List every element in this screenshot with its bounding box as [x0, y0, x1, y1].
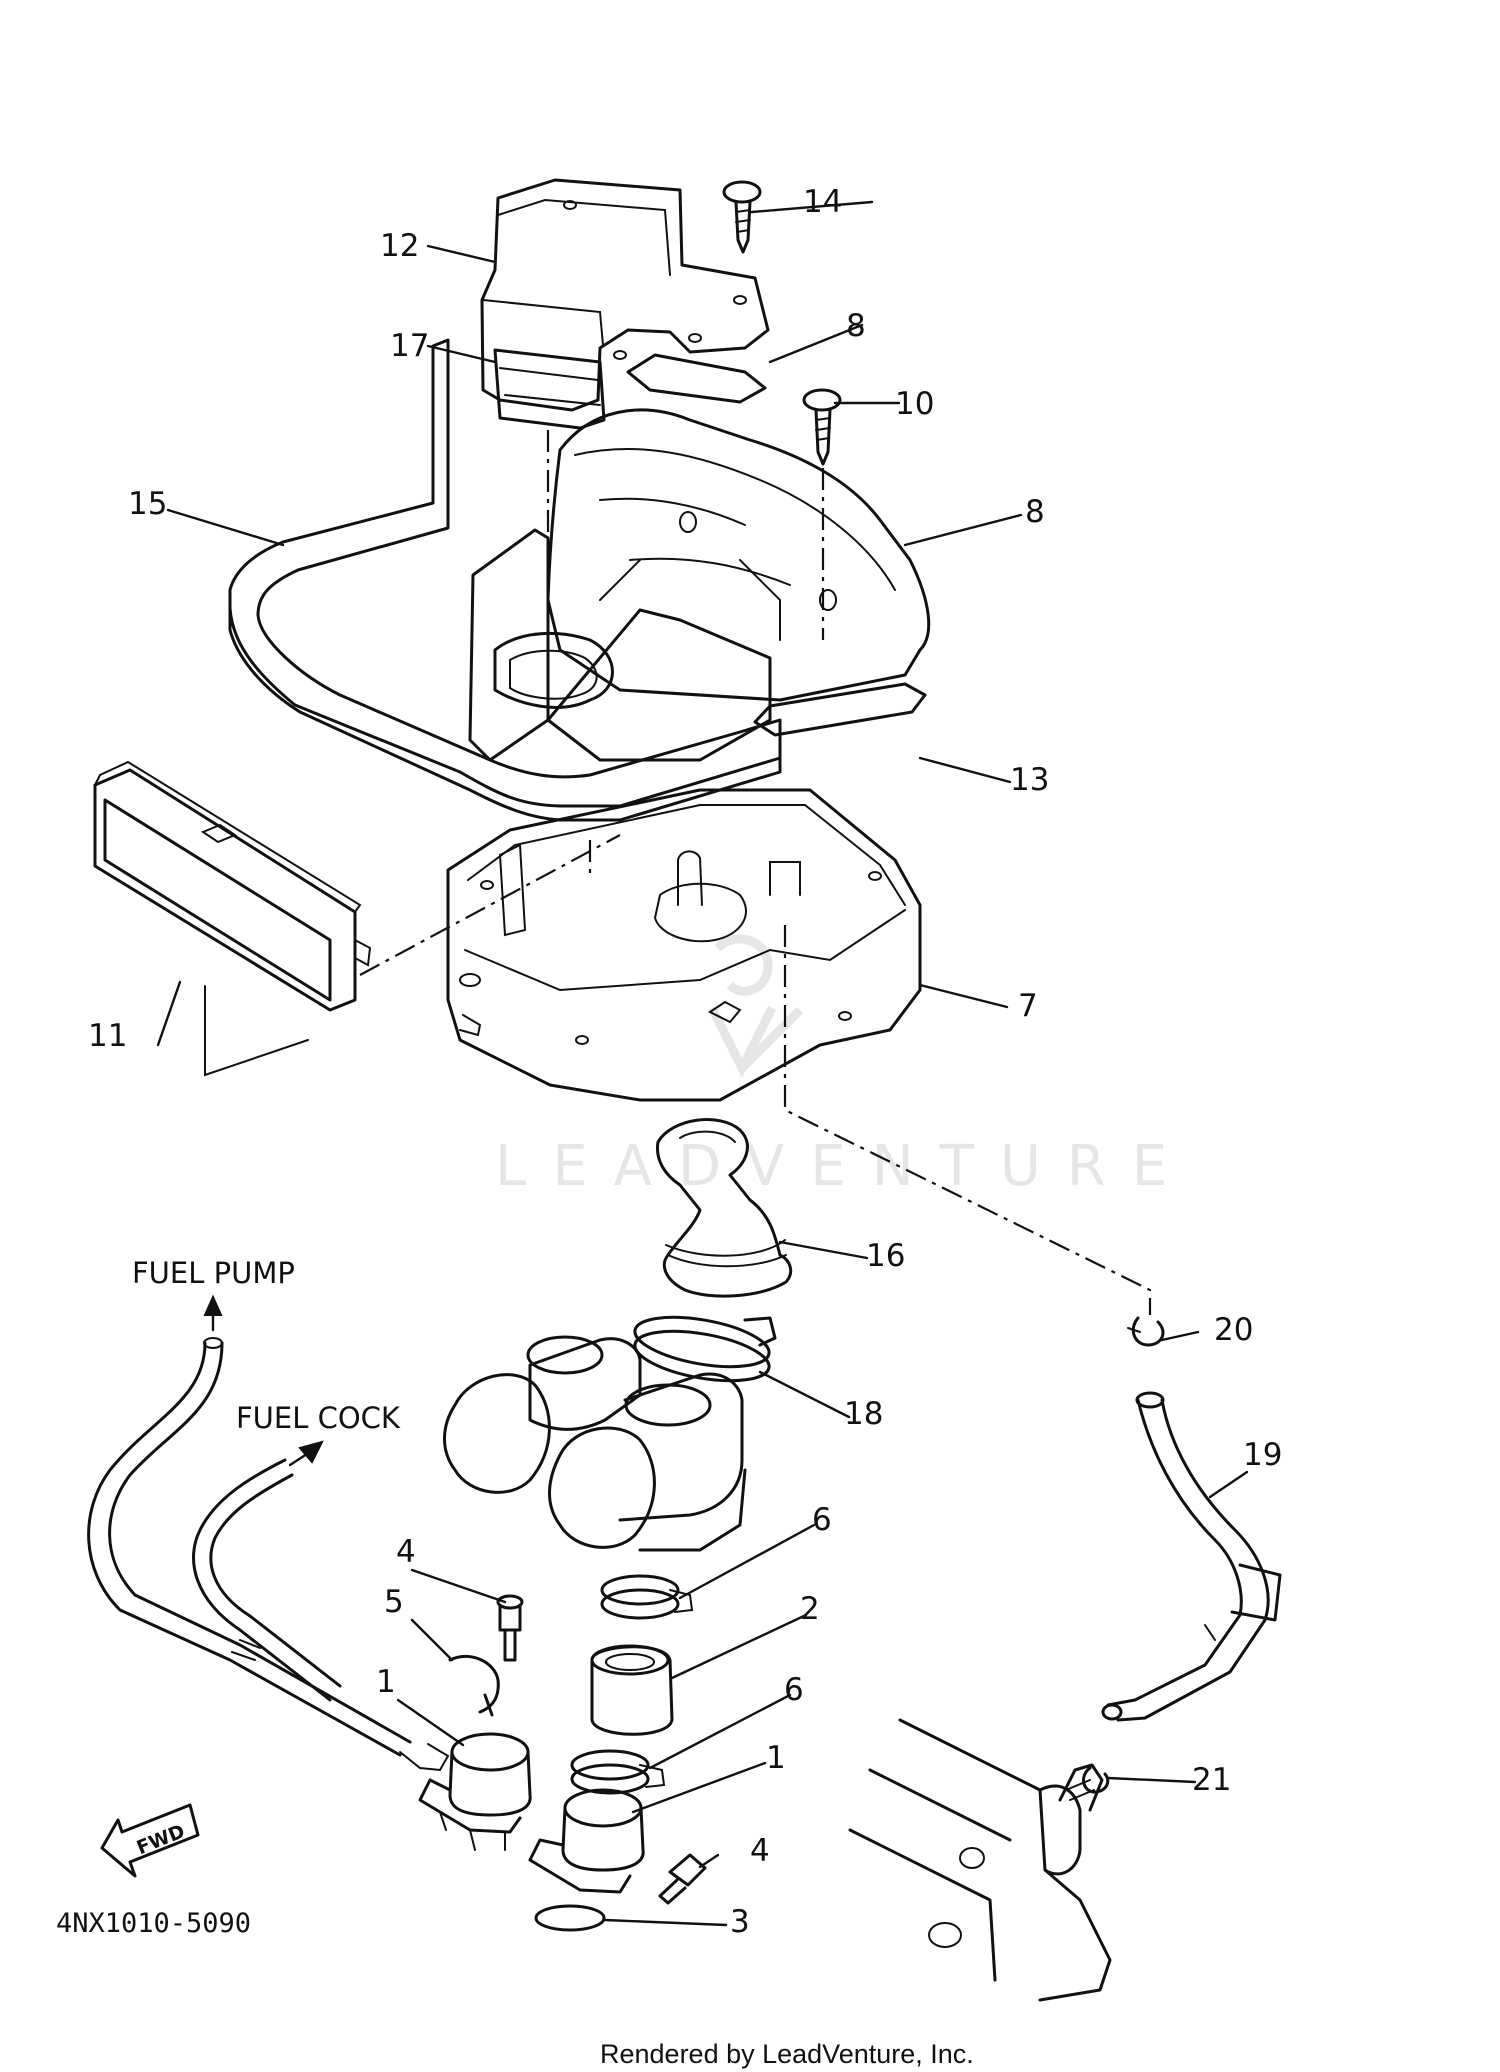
- part-21-clip: [1082, 1766, 1110, 1794]
- label-part-4-lower: 4: [750, 1833, 770, 1869]
- part-6-clamp-lower: [570, 1749, 666, 1795]
- fuel-cock-label: FUEL COCK: [236, 1401, 401, 1435]
- label-part-11: 11: [88, 1018, 127, 1054]
- fuel-pump-label: FUEL PUMP: [132, 1256, 295, 1290]
- part-6-clamp-upper: [600, 1574, 694, 1620]
- engine-fragment: [848, 1718, 1112, 2002]
- label-part-3: 3: [730, 1904, 750, 1940]
- label-part-1-left: 1: [376, 1664, 396, 1700]
- part-10-screw: [802, 388, 842, 466]
- arrow-fuel-cock-icon: [298, 1440, 324, 1464]
- diagram-code: 4NX1010-5090: [56, 1908, 251, 1939]
- fwd-label: FWD: [134, 1820, 188, 1859]
- label-part-14: 14: [803, 184, 842, 220]
- part-11-filter-element: [93, 760, 372, 1077]
- part-17-seal: [493, 348, 606, 430]
- watermark-text: LEADVENTURE: [495, 1134, 1193, 1199]
- part-5-clip: [448, 1654, 500, 1717]
- label-part-1-right: 1: [766, 1740, 786, 1776]
- label-part-17: 17: [390, 328, 429, 364]
- flow-arrows: [203, 1294, 324, 1467]
- part-7-case-lower: [446, 788, 922, 1102]
- label-part-13: 13: [1010, 762, 1049, 798]
- label-part-5: 5: [384, 1584, 404, 1620]
- label-part-12: 12: [380, 228, 419, 264]
- label-part-7: 7: [1018, 988, 1038, 1024]
- label-part-4-upper: 4: [396, 1534, 416, 1570]
- label-part-16: 16: [866, 1238, 905, 1274]
- label-part-6-lower: 6: [784, 1672, 804, 1708]
- part-4-bolt-lower: [658, 1853, 707, 1905]
- label-part-9: 8: [846, 308, 866, 344]
- label-part-18: 18: [844, 1396, 883, 1432]
- label-part-21: 21: [1192, 1762, 1231, 1798]
- carburetor-body: [443, 1335, 747, 1552]
- credit-line: Rendered by LeadVenture, Inc.: [600, 2039, 974, 2069]
- leader-lines: [156, 200, 1249, 1927]
- part-15-frame: [228, 338, 782, 822]
- part-8-case-cover: [546, 408, 931, 702]
- label-part-10: 10: [895, 386, 934, 422]
- part-18-clamp: [633, 1315, 777, 1383]
- part-1-manifold-right: [528, 1788, 645, 1894]
- label-part-6-upper: 6: [812, 1502, 832, 1538]
- part-3-o-ring: [534, 1904, 606, 1932]
- part-1-manifold-left: [418, 1732, 532, 1851]
- part-14-screw: [722, 180, 762, 254]
- part-19-breather-hose: [1101, 1391, 1282, 1722]
- alignment-lines: [359, 430, 1152, 1315]
- label-part-15: 15: [128, 486, 167, 522]
- label-part-19: 19: [1243, 1437, 1282, 1473]
- label-part-2: 2: [800, 1591, 820, 1627]
- label-part-20: 20: [1214, 1312, 1253, 1348]
- fwd-arrow-badge: FWD: [100, 1803, 200, 1878]
- arrow-fuel-pump-icon: [203, 1294, 223, 1316]
- fuel-hoses: [87, 1337, 450, 1772]
- part-12-duct-cover: [480, 178, 770, 412]
- part-labels: 14 12 8 17 10 15 8 13 7 11 16 20 18 19 6…: [88, 184, 1282, 1940]
- part-16-intake-boot: [655, 1118, 793, 1298]
- watermark: LEADVENTURE: [495, 934, 1193, 1199]
- part-20-clip: [1127, 1316, 1165, 1347]
- part-4-bolt-upper: [496, 1594, 524, 1662]
- part-2-joint: [590, 1644, 674, 1736]
- part-9-gasket: [626, 353, 767, 404]
- label-part-8: 8: [1025, 494, 1045, 530]
- part-13-gasket: [753, 682, 927, 737]
